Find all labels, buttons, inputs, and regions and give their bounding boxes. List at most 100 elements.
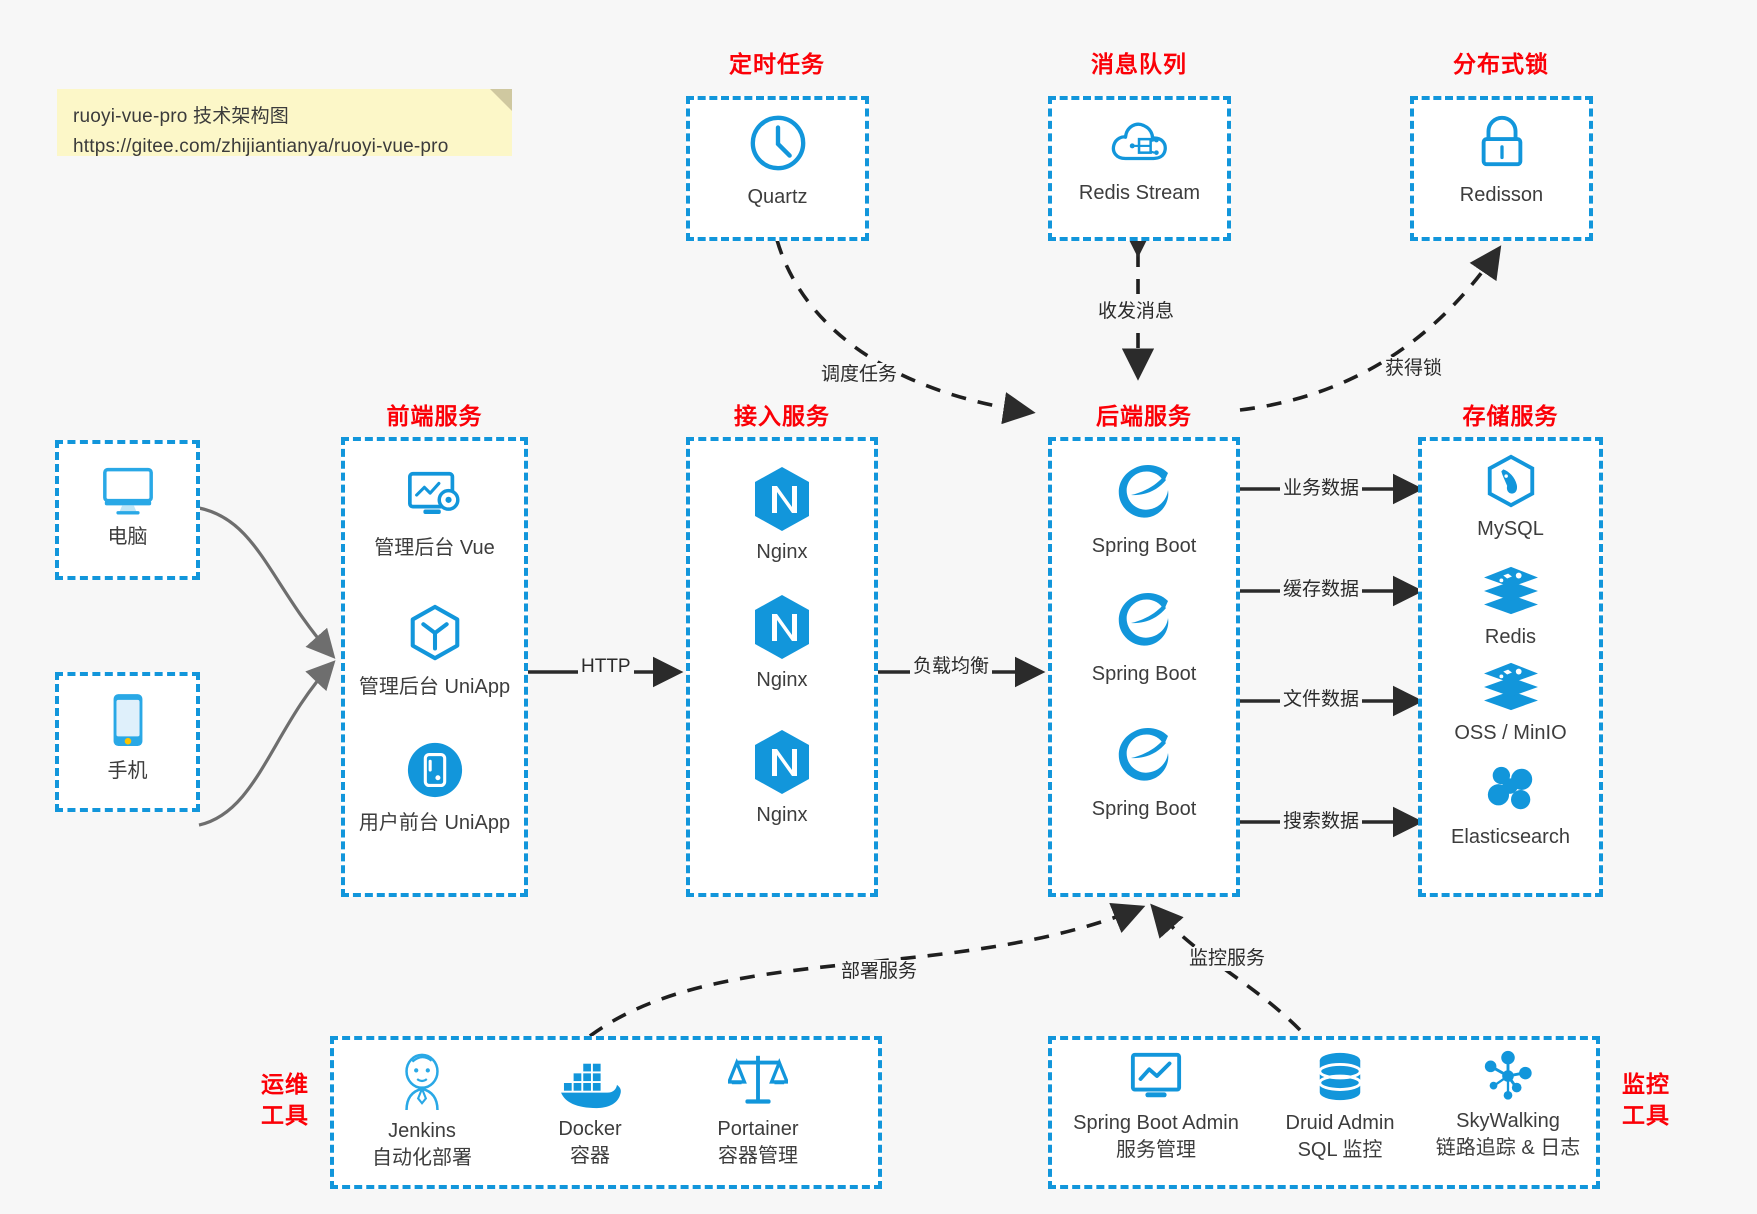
app-circle-icon — [407, 742, 462, 798]
note-fold-corner — [490, 89, 512, 111]
edge-label-http: HTTP — [578, 655, 634, 679]
node-mysql[interactable]: MySQL — [1418, 452, 1603, 543]
node-label: Nginx — [756, 804, 808, 826]
spring-icon — [1118, 465, 1169, 518]
nginx-icon — [755, 595, 809, 659]
node-skywalking[interactable]: SkyWalking 链路追踪 & 日志 — [1418, 1048, 1598, 1162]
node-sublabel: SQL 监控 — [1297, 1139, 1383, 1161]
group-title-gateway: 接入服务 — [734, 403, 830, 429]
node-label: 电脑 — [107, 526, 148, 548]
skywalking-icon — [1484, 1050, 1532, 1100]
node-label: 管理后台 UniApp — [358, 676, 511, 698]
node-label: Redisson — [1459, 184, 1544, 206]
node-label: Spring Boot — [1091, 798, 1197, 820]
node-redis[interactable]: Redis — [1418, 564, 1603, 651]
edge-label-search-data: 搜索数据 — [1280, 810, 1363, 834]
group-title-devops-line2: 工具 — [261, 1102, 309, 1128]
node-label: 手机 — [107, 760, 148, 782]
group-title-frontend: 前端服务 — [386, 403, 483, 429]
node-label: Nginx — [756, 669, 808, 691]
group-title-devops-line1: 运维 — [261, 1071, 309, 1097]
edge-label-deploy-service: 部署服务 — [838, 960, 921, 984]
node-jenkins[interactable]: Jenkins 自动化部署 — [336, 1050, 508, 1172]
node-computer[interactable]: 电脑 — [55, 460, 200, 551]
note-line-1: ruoyi-vue-pro 技术架构图 — [73, 106, 290, 127]
group-title-storage: 存储服务 — [1462, 403, 1559, 429]
group-box-mq — [1048, 96, 1231, 241]
group-title-mq: 消息队列 — [1091, 51, 1187, 77]
node-spring-boot-3[interactable]: Spring Boot — [1048, 726, 1240, 823]
spring-icon — [1118, 593, 1169, 646]
group-title-backend: 后端服务 — [1096, 403, 1192, 429]
elasticsearch-icon — [1487, 766, 1532, 810]
mobile-icon — [113, 694, 142, 746]
edge-label-cache-data: 缓存数据 — [1280, 578, 1363, 602]
node-label: Spring Boot — [1091, 535, 1197, 557]
node-nginx-3[interactable]: Nginx — [686, 728, 878, 829]
node-label: Druid Admin — [1285, 1112, 1395, 1134]
node-user-uniapp[interactable]: 用户前台 UniApp — [341, 740, 528, 837]
node-portainer[interactable]: Portainer 容器管理 — [672, 1050, 844, 1170]
node-nginx-2[interactable]: Nginx — [686, 593, 878, 694]
node-label: Docker — [558, 1118, 622, 1140]
node-label: Jenkins — [388, 1120, 456, 1142]
group-title-scheduler: 定时任务 — [729, 51, 825, 77]
node-label: 管理后台 Vue — [374, 537, 495, 559]
node-label: Spring Boot Admin — [1073, 1112, 1239, 1134]
desktop-icon — [102, 467, 153, 515]
node-phone[interactable]: 手机 — [55, 690, 200, 785]
group-title-monitor-line2: 工具 — [1622, 1102, 1670, 1128]
note-callout: ruoyi-vue-pro 技术架构图 https://gitee.com/zh… — [57, 89, 512, 157]
node-admin-vue[interactable]: 管理后台 Vue — [341, 467, 528, 562]
node-druid-admin[interactable]: Druid Admin SQL 监控 — [1254, 1050, 1426, 1164]
docker-icon — [561, 1063, 621, 1109]
group-title-monitor: 监控 工具 — [1614, 1069, 1678, 1131]
group-title-devops: 运维 工具 — [253, 1069, 317, 1131]
dashboard-gear-icon — [407, 471, 460, 514]
jenkins-icon — [405, 1053, 439, 1111]
node-sublabel: 自动化部署 — [372, 1147, 472, 1169]
database-icon — [1318, 1052, 1362, 1101]
edge-label-monitor-service: 监控服务 — [1186, 947, 1269, 971]
oss-icon — [1483, 662, 1538, 711]
node-quartz[interactable]: Quartz — [686, 112, 869, 211]
spring-icon — [1118, 728, 1169, 781]
lock-icon — [1481, 115, 1522, 167]
node-spring-boot-1[interactable]: Spring Boot — [1048, 463, 1240, 560]
node-sublabel: 容器管理 — [718, 1145, 798, 1167]
node-docker[interactable]: Docker 容器 — [504, 1056, 676, 1170]
nginx-icon — [755, 730, 809, 794]
edge-label-load-balance: 负载均衡 — [910, 655, 993, 679]
node-spring-boot-admin[interactable]: Spring Boot Admin 服务管理 — [1058, 1050, 1254, 1164]
node-label: 用户前台 UniApp — [358, 812, 511, 834]
edge-label-acquire-lock: 获得锁 — [1382, 357, 1446, 381]
note-line-2: https://gitee.com/zhijiantianya/ruoyi-vu… — [73, 136, 449, 157]
node-label: Quartz — [747, 186, 808, 208]
node-redisson[interactable]: Redisson — [1410, 112, 1593, 209]
scales-icon — [728, 1055, 788, 1104]
node-label: Redis — [1484, 626, 1537, 648]
node-sublabel: 容器 — [570, 1145, 610, 1167]
node-label: Spring Boot — [1091, 663, 1197, 685]
node-label: Portainer — [717, 1118, 799, 1140]
group-box-devops — [330, 1036, 882, 1189]
group-box-storage — [1418, 437, 1603, 897]
node-oss-minio[interactable]: OSS / MinIO — [1418, 660, 1603, 747]
node-label: SkyWalking — [1456, 1110, 1560, 1132]
group-title-lock: 分布式锁 — [1453, 51, 1549, 77]
node-label: OSS / MinIO — [1454, 722, 1567, 744]
node-redis-stream[interactable]: Redis Stream — [1048, 114, 1231, 207]
node-sublabel: 链路追踪 & 日志 — [1435, 1137, 1581, 1159]
node-nginx-1[interactable]: Nginx — [686, 465, 878, 566]
node-label: Nginx — [756, 541, 808, 563]
node-label: Redis Stream — [1078, 182, 1201, 204]
cube-icon — [410, 604, 459, 661]
edge-label-schedule-task: 调度任务 — [818, 363, 901, 387]
group-title-monitor-line1: 监控 — [1622, 1071, 1670, 1097]
node-spring-boot-2[interactable]: Spring Boot — [1048, 591, 1240, 688]
edge-label-business-data: 业务数据 — [1280, 477, 1363, 501]
node-label: Elasticsearch — [1451, 826, 1570, 848]
node-elasticsearch[interactable]: Elasticsearch — [1418, 762, 1603, 851]
clock-icon — [750, 115, 805, 171]
node-admin-uniapp[interactable]: 管理后台 UniApp — [341, 602, 528, 701]
